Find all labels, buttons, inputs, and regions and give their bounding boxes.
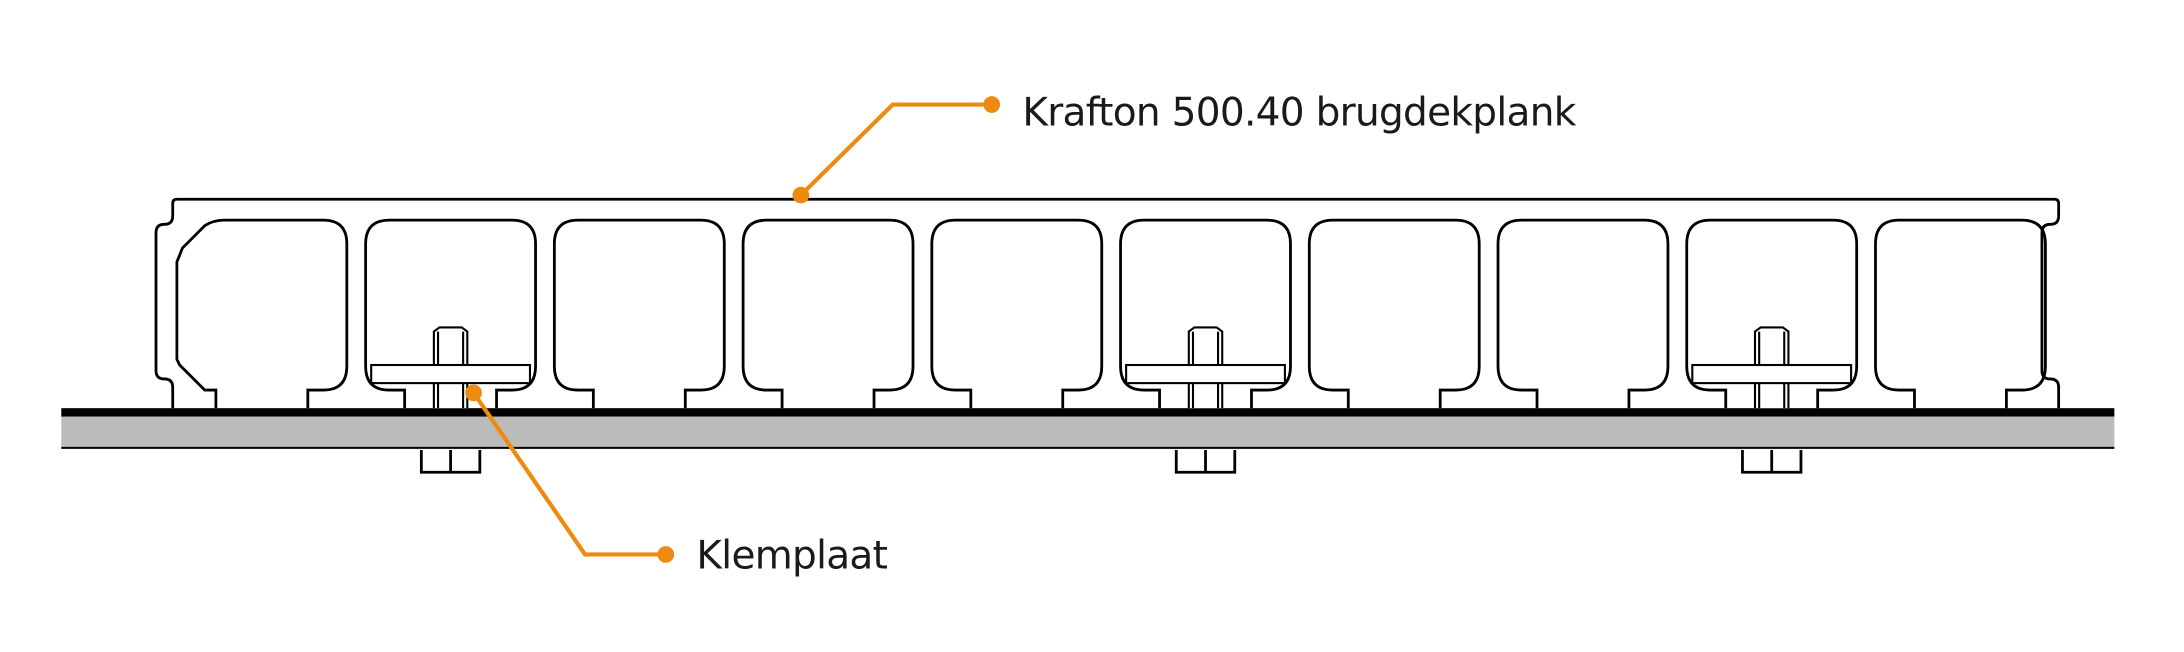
- clamp-plate: [370, 363, 532, 385]
- plank-chamber: [1119, 218, 1292, 409]
- nut: [419, 449, 482, 474]
- clamp-plate: [1691, 363, 1853, 385]
- clamp-assembly: [1691, 326, 1853, 474]
- clamp-assembly: [370, 326, 532, 474]
- nut: [1741, 449, 1803, 474]
- plank-chamber: [1496, 218, 1670, 409]
- clamp-callout: Klemplaat: [465, 384, 888, 578]
- clamp-assembly: [1125, 326, 1286, 474]
- plank-outline: [154, 197, 2061, 409]
- clamp-plate: [1125, 363, 1286, 385]
- plank-leader-dot-start: [792, 186, 810, 204]
- plank-chamber: [552, 218, 726, 409]
- plank-chamber: [175, 218, 349, 409]
- plank-chamber: [930, 218, 1104, 409]
- plank-leader-line: [799, 102, 992, 197]
- substrate-beam: [61, 408, 2115, 449]
- plank-chamber: [364, 218, 537, 409]
- clamp-leader-line: [471, 391, 666, 557]
- plank-chamber: [1685, 218, 1859, 409]
- clamp-leader-dot-start: [465, 384, 482, 402]
- substrate-gray-layer: [61, 416, 2115, 448]
- clamp-assemblies: [370, 326, 1853, 474]
- nut: [1174, 449, 1237, 474]
- plank-chamber: [1307, 218, 1481, 409]
- plank-chamber: [741, 218, 915, 409]
- substrate-black-strip: [61, 408, 2115, 417]
- plank-leader-dot-end: [983, 96, 1001, 113]
- plank-chamber: [1874, 218, 2047, 409]
- plank-label: Krafton 500.40 brugdekplank: [1022, 90, 1576, 135]
- plank-callout: Krafton 500.40 brugdekplank: [792, 90, 1577, 204]
- plank-chambers: [175, 218, 2047, 409]
- clamp-leader-dot-end: [657, 546, 675, 563]
- clamp-label: Klemplaat: [696, 533, 887, 578]
